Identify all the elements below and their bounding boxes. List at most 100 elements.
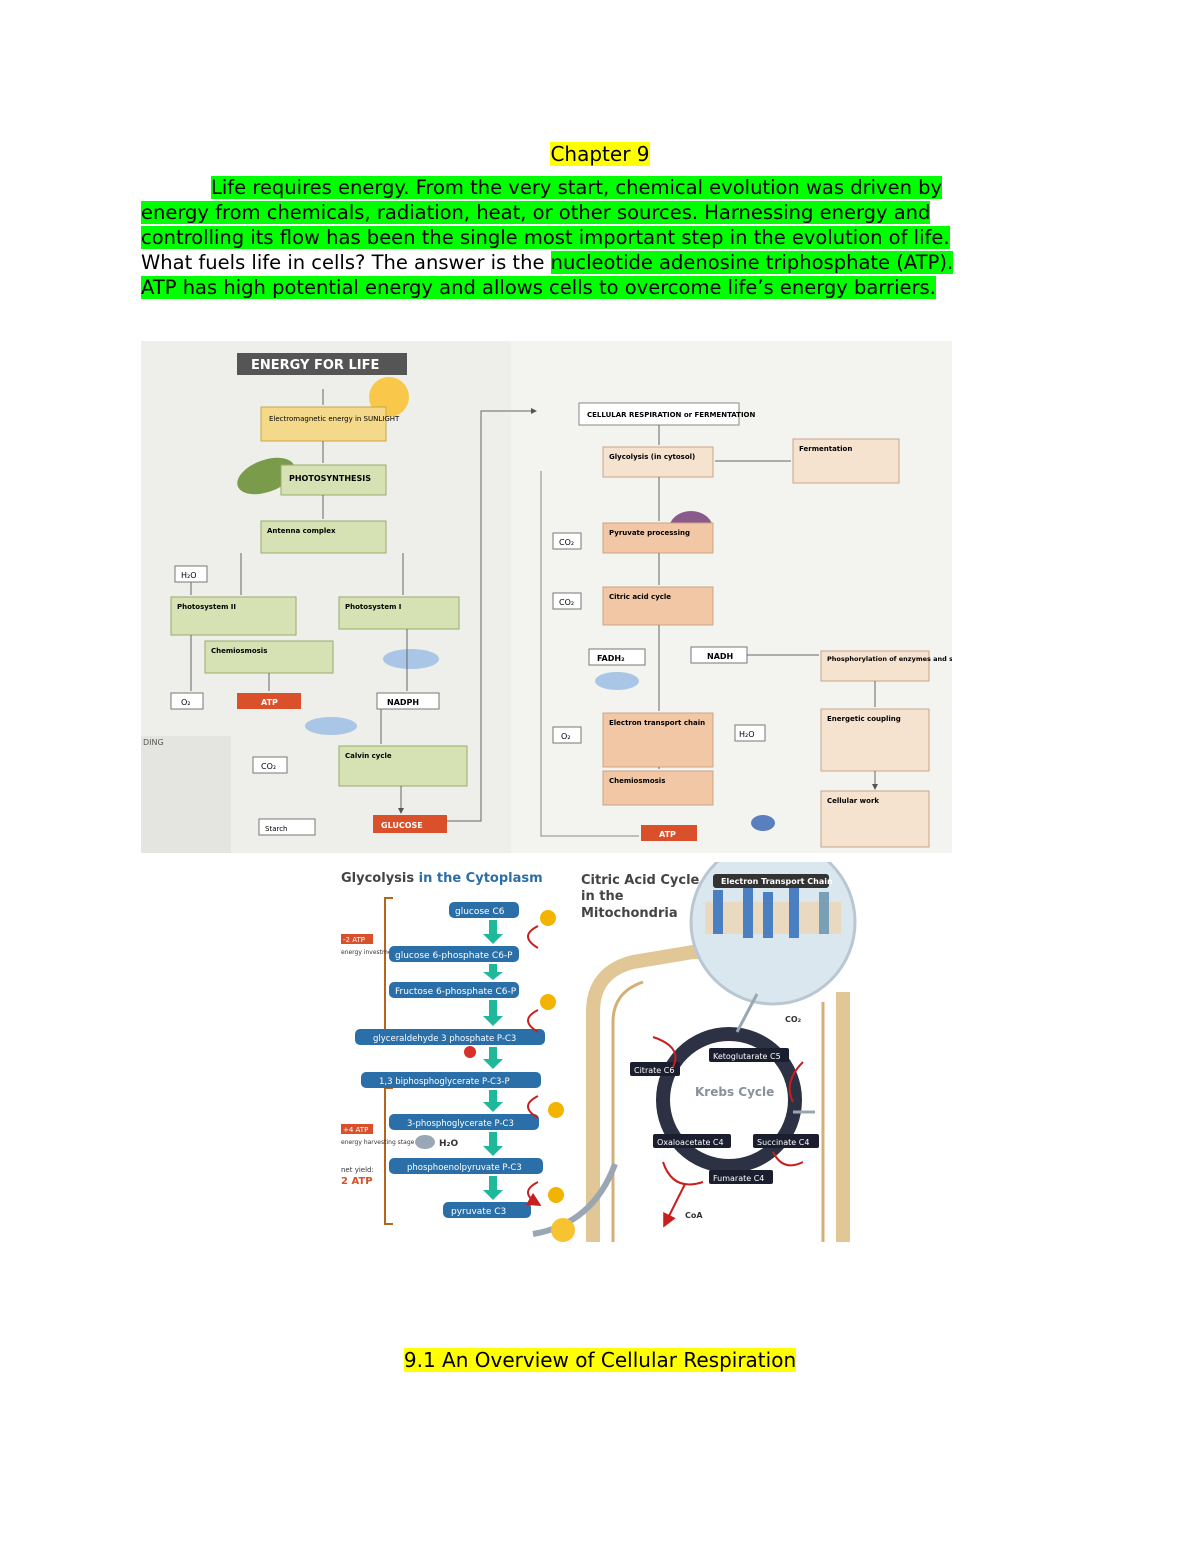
work-label: Cellular work (827, 797, 879, 805)
glycolysis-krebs-figure: Glycolysis in the Cytoplasm Citric Acid … (333, 862, 858, 1242)
fumarate-label: Fumarate C4 (713, 1174, 764, 1183)
pyruvate-label: Pyruvate processing (609, 529, 690, 537)
atp-label: ATP (261, 698, 278, 707)
step-f6p (389, 982, 519, 998)
antenna-label: Antenna complex (267, 527, 336, 535)
net-yield-value: 2 ATP (341, 1176, 373, 1187)
coupling-box (820, 708, 930, 772)
chapter-heading: Chapter 9 (550, 142, 650, 166)
intro-line-2: energy from chemicals, radiation, heat, … (141, 201, 931, 224)
h2ob-label: H₂O (739, 730, 755, 739)
pyruvate-box (602, 522, 714, 554)
starch-box (258, 818, 316, 836)
nadh-label: NADH (707, 652, 733, 661)
co2b-box (552, 532, 582, 550)
step-g6p-label: glucose 6-phosphate C6-P (395, 951, 513, 961)
investment-bracket (384, 897, 393, 1031)
oxaloacetate-label: Oxaloacetate C4 (657, 1138, 724, 1147)
etc-label: Electron transport chain (609, 719, 705, 727)
step-bpg (361, 1072, 541, 1088)
atp-coin-4 (548, 1187, 564, 1203)
co2-krebs-label: CO₂ (785, 1015, 802, 1024)
nadph-label: NADPH (387, 698, 419, 707)
ketoglutarate-label: Ketoglutarate C5 (713, 1052, 781, 1061)
glycolysis-steps: glucose C6 glucose 6-phosphate C6-P Fruc… (355, 902, 545, 1218)
atp-out-badge (341, 1124, 373, 1134)
co2b-label: CO₂ (559, 538, 574, 547)
succinate-box (753, 1134, 819, 1148)
h2ob-box (734, 724, 766, 742)
succinate-label: Succinate C4 (757, 1138, 809, 1147)
energy-header: ENERGY FOR LIFE (251, 358, 379, 373)
o2-label: O₂ (181, 698, 191, 707)
step-g3p (355, 1029, 545, 1045)
co2-box (252, 756, 288, 774)
co2c-box (552, 592, 582, 610)
ketoglutarate-box (709, 1048, 789, 1062)
water-label: H₂O (439, 1139, 458, 1149)
atp-box (237, 693, 301, 709)
etc-box (602, 712, 714, 768)
sunlight-label: Electromagnetic energy in SUNLIGHT (269, 415, 400, 423)
citric-title: Citric Acid Cycle (581, 873, 700, 888)
intro-line-1: Life requires energy. From the very star… (211, 176, 943, 199)
ps1-box (338, 596, 460, 630)
energy-for-life-figure: ENERGY FOR LIFE Electromagnetic energy i… (141, 341, 952, 853)
step-glucose-label: glucose C6 (455, 907, 505, 917)
etc-title-bg (713, 874, 829, 888)
burst-icon (551, 1218, 575, 1242)
phos-label: Phosphorylation of enzymes and substrate… (827, 655, 952, 663)
antenna-box (260, 520, 387, 554)
step-g3p-label: glyceraldehyde 3 phosphate P-C3 (373, 1034, 516, 1044)
side-label: DING (143, 738, 164, 747)
photosynthesis-box (280, 464, 387, 496)
water-icon (415, 1135, 435, 1149)
fumarate-box (709, 1170, 773, 1184)
adp-icon (751, 815, 775, 831)
o2b-box (552, 726, 582, 744)
fadh2-box (588, 648, 646, 666)
glycolysis-title: Glycolysis in the Cytoplasm (341, 871, 543, 886)
atp-in-note: energy investment stage (341, 949, 417, 956)
co2c-label: CO₂ (559, 598, 574, 607)
glycolysis-label: Glycolysis (in cytosol) (609, 453, 695, 461)
step-pyruvate-label: pyruvate C3 (451, 1207, 506, 1217)
atp-in-badge (341, 934, 373, 944)
atpb-box (641, 825, 697, 841)
chemiosmosis-box (204, 640, 334, 674)
coa-label: CoA (685, 1211, 703, 1220)
atp-out-label: +4 ATP (343, 1126, 368, 1134)
ps2-box (170, 596, 297, 636)
flow-arrows (483, 920, 503, 1200)
coupling-label: Energetic coupling (827, 715, 901, 723)
energy-for-life-diagram: ENERGY FOR LIFE Electromagnetic energy i… (141, 341, 952, 853)
etc-title: Electron Transport Chain (721, 877, 833, 886)
photosynthesis-label: PHOTOSYNTHESIS (289, 474, 371, 483)
energy-header-bg (237, 353, 407, 375)
harvest-bracket (384, 1087, 393, 1225)
nadph-box (376, 692, 440, 710)
nadp-ellipse (383, 649, 439, 669)
chemi2-box (602, 770, 714, 806)
chemiosmosis-label: Chemiosmosis (211, 647, 267, 655)
intro-line-4-plain: What fuels life in cells? The answer is … (141, 251, 551, 274)
leaf-icon (237, 457, 295, 495)
citric-label: Citric acid cycle (609, 593, 671, 601)
citrate-box (630, 1062, 680, 1076)
step-pep-label: phosphoenolpyruvate P-C3 (407, 1163, 522, 1173)
pi-icon (464, 1046, 476, 1058)
section-title: 9.1 An Overview of Cellular Respiration (403, 1348, 797, 1372)
o2-box (170, 692, 204, 710)
step-glucose (449, 902, 519, 918)
citric-line2: in the (581, 889, 624, 904)
starch-label: Starch (265, 825, 288, 833)
chemi2-label: Chemiosmosis (609, 777, 665, 785)
intro-paragraph: Life requires energy. From the very star… (141, 175, 1041, 300)
intro-line-5: ATP has high potential energy and allows… (141, 276, 936, 299)
net-yield-label: net yield: (341, 1166, 374, 1174)
resp-label: CELLULAR RESPIRATION or FERMENTATION (587, 411, 756, 419)
citrate-label: Citrate C6 (634, 1066, 674, 1075)
phos-box (820, 650, 930, 682)
step-pyruvate (443, 1202, 531, 1218)
calvin-label: Calvin cycle (345, 752, 392, 760)
